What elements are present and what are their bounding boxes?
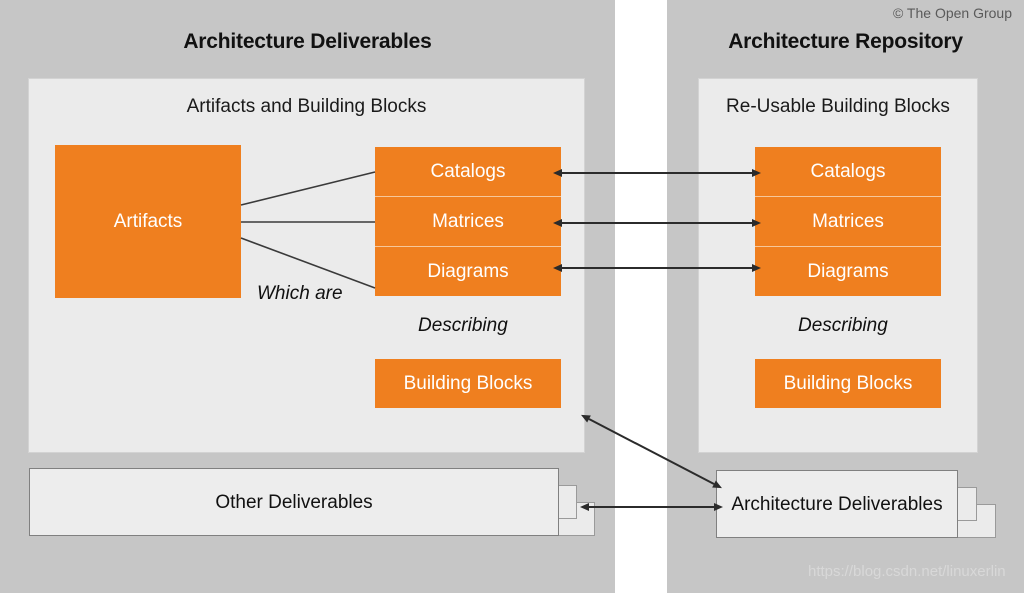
right-diagrams-box[interactable]: Diagrams	[755, 247, 941, 296]
stack-separator	[755, 196, 941, 197]
stack-separator	[375, 196, 561, 197]
artifacts-box[interactable]: Artifacts	[55, 145, 241, 298]
right-artifact-type-stack: Catalogs Matrices Diagrams	[755, 147, 941, 297]
right-describing-label: Describing	[798, 315, 888, 336]
architecture-deliverables-label[interactable]: Architecture Deliverables	[716, 470, 958, 538]
stack-separator	[375, 246, 561, 247]
left-panel-title: Architecture Deliverables	[183, 30, 432, 53]
which-are-label: Which are	[257, 283, 343, 304]
left-matrices-box[interactable]: Matrices	[375, 197, 561, 246]
right-catalogs-box[interactable]: Catalogs	[755, 147, 941, 196]
right-building-blocks-box[interactable]: Building Blocks	[755, 359, 941, 408]
left-describing-label: Describing	[418, 315, 508, 336]
left-artifact-type-stack: Catalogs Matrices Diagrams	[375, 147, 561, 297]
other-deliverables-label[interactable]: Other Deliverables	[29, 468, 559, 536]
copyright-notice: © The Open Group	[892, 5, 1012, 21]
left-catalogs-box[interactable]: Catalogs	[375, 147, 561, 196]
left-inner-heading: Artifacts and Building Blocks	[186, 96, 427, 117]
right-panel-title: Architecture Repository	[728, 30, 963, 53]
watermark-url: https://blog.csdn.net/linuxerlin	[808, 563, 1006, 580]
stack-separator	[755, 246, 941, 247]
right-inner-heading: Re-Usable Building Blocks	[726, 96, 950, 117]
left-diagrams-box[interactable]: Diagrams	[375, 247, 561, 296]
left-building-blocks-box[interactable]: Building Blocks	[375, 359, 561, 408]
right-matrices-box[interactable]: Matrices	[755, 197, 941, 246]
